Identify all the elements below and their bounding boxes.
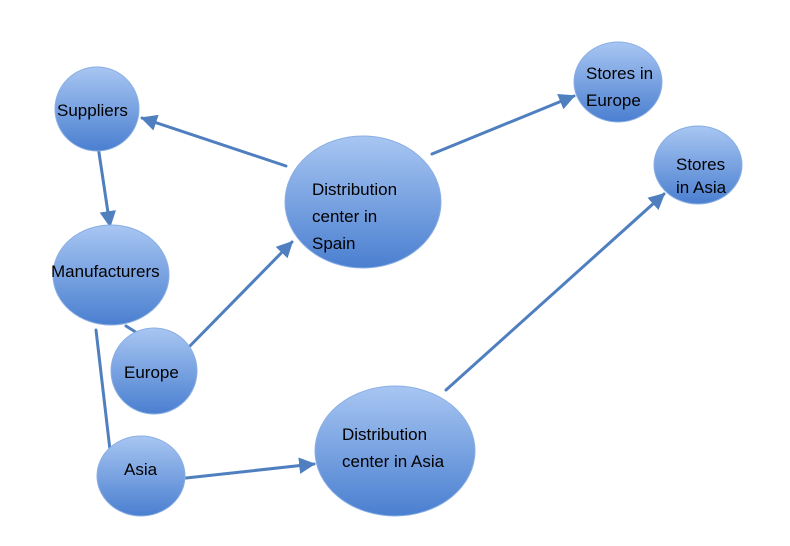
node-label-line: Europe (124, 363, 179, 382)
node-label-line: Distribution (342, 425, 427, 444)
edge-dc-asia-to-stores-asia (444, 192, 666, 392)
node-suppliers-circle (54, 66, 140, 152)
node-label-line: Manufacturers (51, 262, 160, 281)
node-dc-asia: Distribution center in Asia (314, 385, 476, 517)
node-asia-ellipse (96, 435, 186, 517)
node-stores-europe-ellipse (573, 41, 663, 123)
node-stores-europe-label: Stores in Europe (586, 64, 653, 110)
nodes-layer: Suppliers Manufacturers Europe Asia Dist… (51, 41, 743, 517)
node-asia-label: Asia (124, 460, 158, 479)
node-dc-spain-label: Distribution center in Spain (312, 180, 397, 253)
node-label-line: Spain (312, 234, 355, 253)
node-label-line: in Asia (676, 178, 727, 197)
node-asia: Asia (96, 435, 186, 517)
edge-asia-to-dc-asia (184, 457, 316, 480)
node-stores-asia-label: Stores in Asia (676, 155, 727, 197)
node-suppliers: Suppliers (54, 66, 140, 152)
node-manufacturers-ellipse (52, 224, 170, 326)
node-label-line: Stores in (586, 64, 653, 83)
node-manufacturers-label: Manufacturers (51, 262, 160, 281)
node-label-line: Asia (124, 460, 158, 479)
node-dc-spain: Distribution center in Spain (284, 135, 442, 269)
edge-manufacturers-to-asia (94, 328, 112, 452)
node-manufacturers: Manufacturers (51, 224, 170, 326)
node-dc-asia-label: Distribution center in Asia (342, 425, 445, 471)
edge-suppliers-to-manufacturers (96, 144, 116, 228)
node-dc-spain-ellipse (284, 135, 442, 269)
edges-layer (94, 93, 666, 480)
edge-dc-spain-to-suppliers (140, 114, 288, 168)
node-stores-asia: Stores in Asia (653, 125, 743, 205)
node-label-line: center in Asia (342, 452, 445, 471)
node-label-line: Suppliers (57, 101, 128, 120)
node-europe-circle (110, 327, 198, 415)
node-label-line: Europe (586, 91, 641, 110)
node-stores-asia-ellipse (653, 125, 743, 205)
node-label-line: Distribution (312, 180, 397, 199)
node-suppliers-label: Suppliers (57, 101, 128, 120)
node-label-line: center in (312, 207, 377, 226)
node-stores-europe: Stores in Europe (573, 41, 663, 123)
edge-europe-to-dc-spain (184, 240, 294, 352)
node-label-line: Stores (676, 155, 725, 174)
node-europe-label: Europe (124, 363, 179, 382)
node-dc-asia-ellipse (314, 385, 476, 517)
edge-dc-spain-to-stores-europe (430, 93, 576, 156)
node-europe: Europe (110, 327, 198, 415)
